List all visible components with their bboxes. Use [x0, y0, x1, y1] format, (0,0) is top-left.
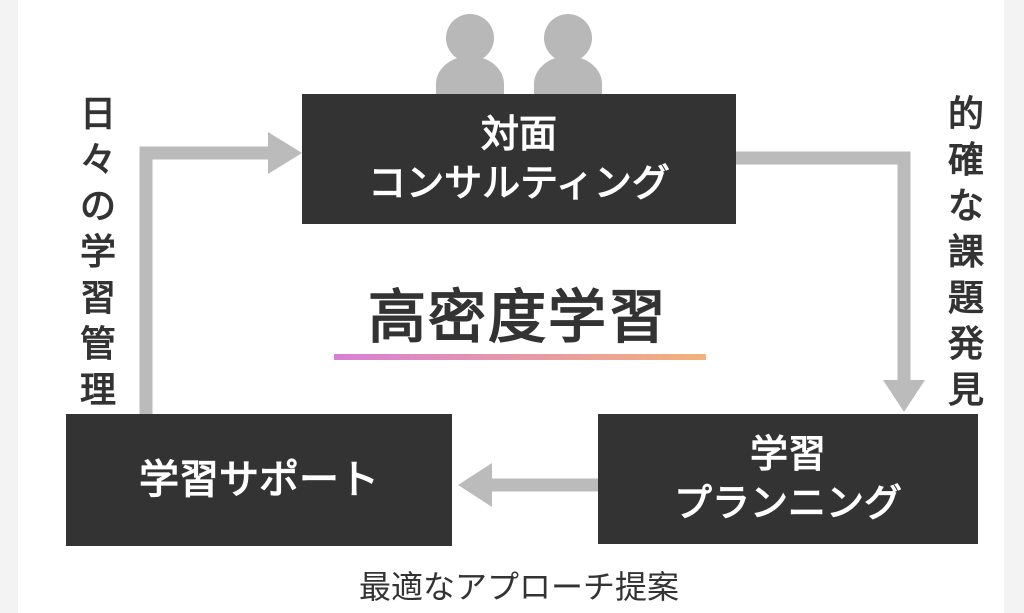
box-support: 学習サポート — [66, 414, 452, 546]
two-people-icon — [436, 14, 602, 94]
right-label-char: 課 — [947, 232, 984, 274]
box-planning-line1: 学習 — [749, 431, 826, 476]
arrow-head-right — [268, 132, 302, 174]
title-gradient-underline — [334, 354, 706, 360]
arrow-support-to-consulting — [139, 146, 272, 414]
diagram-canvas: 対面 コンサルティング 学習 プランニング 学習サポート 日 々 の 学 習 管… — [18, 0, 1004, 613]
bottom-caption: 最適なアプローチ提案 — [358, 568, 679, 606]
left-label-char: 習 — [79, 278, 116, 320]
arrow-head-down — [883, 380, 925, 412]
right-label-char: 発 — [947, 324, 984, 366]
right-label-char: 的 — [947, 94, 984, 135]
left-label-char: 理 — [79, 370, 116, 412]
box-consulting-line1: 対面 — [480, 111, 557, 156]
box-planning: 学習 プランニング — [598, 414, 978, 544]
box-consulting: 対面 コンサルティング — [302, 94, 736, 224]
left-vertical-label: 日 々 の 学 習 管 理 — [76, 92, 120, 415]
right-vertical-label: 的 確 な 課 題 発 見 — [944, 92, 988, 415]
left-label-char: 管 — [79, 324, 116, 366]
right-label-char: な — [947, 186, 984, 228]
box-consulting-line2: コンサルティング — [368, 161, 670, 205]
right-label-char: 題 — [947, 278, 984, 320]
left-label-char: 日 — [79, 94, 116, 135]
arrow-head-left — [458, 463, 492, 507]
right-label-char: 見 — [947, 370, 984, 412]
left-label-char: 学 — [79, 232, 116, 274]
arrow-consulting-to-planning — [736, 151, 911, 384]
right-label-char: 確 — [947, 140, 984, 182]
connector-arrows — [139, 14, 925, 507]
left-label-char: の — [79, 186, 116, 228]
center-title: 高密度学習 — [367, 283, 668, 351]
left-label-char: 々 — [79, 140, 116, 182]
box-support-line1: 学習サポート — [139, 457, 379, 503]
box-planning-line2: プランニング — [673, 481, 902, 525]
